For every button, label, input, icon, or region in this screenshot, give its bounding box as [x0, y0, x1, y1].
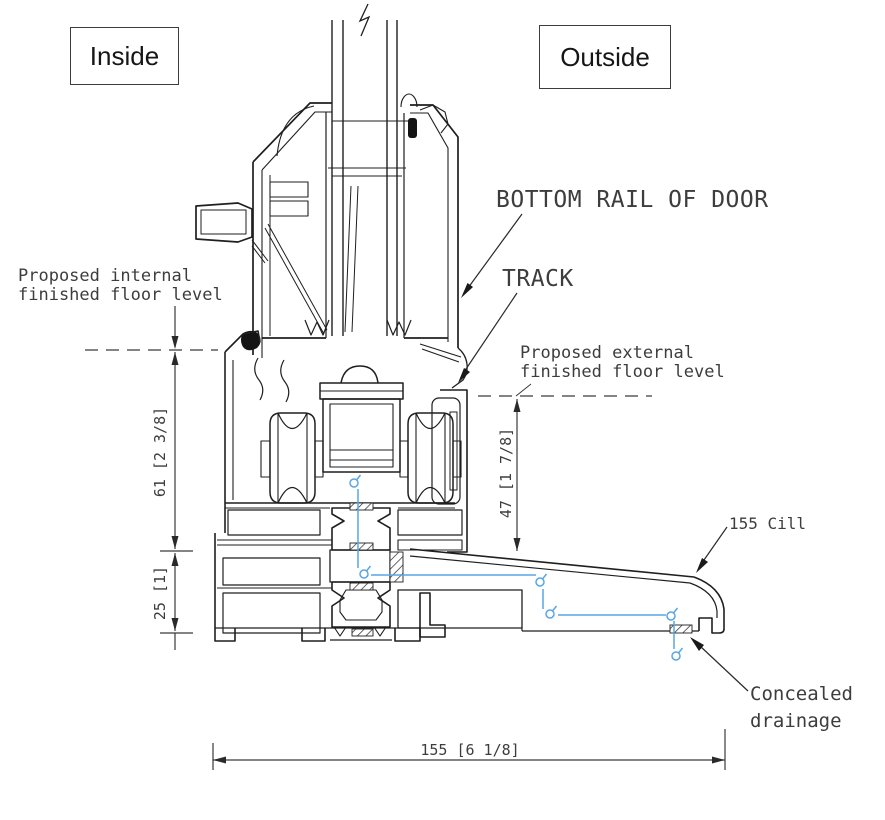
gasket-arc — [276, 105, 315, 157]
water-drop-icon — [535, 573, 548, 587]
inside-label-box: Inside — [70, 27, 179, 85]
glazing-unit — [328, 3, 410, 336]
drainage-callout: Concealed drainage — [750, 681, 853, 735]
break-symbol — [358, 3, 371, 37]
upstand-gasket — [241, 330, 261, 351]
drain-chamber — [329, 549, 391, 583]
hatched-thermal-inserts — [349, 502, 693, 637]
water-drop-icon — [545, 605, 558, 619]
bottom-rail-callout: BOTTOM RAIL OF DOOR — [496, 187, 769, 213]
drainage-path — [349, 474, 684, 661]
cill-nose — [693, 576, 725, 634]
internal-floor-callout: Proposed internal finished floor level — [18, 267, 223, 305]
cill-profile — [397, 548, 725, 634]
drainage-line2: drainage — [750, 710, 842, 732]
water-drop-icon — [349, 474, 362, 488]
water-drop-icon — [671, 647, 684, 661]
internal-floor-line2: finished floor level — [18, 285, 223, 305]
dim-155: 155 [6 1/8] — [420, 741, 520, 759]
drainage-line1: Concealed — [750, 683, 853, 705]
cill-callout: 155 Cill — [729, 514, 807, 533]
leader-arrowheads — [458, 283, 708, 651]
wedge-gasket-left — [304, 319, 330, 336]
dim-61: 61 [2 3/8] — [151, 406, 169, 498]
external-floor-line1: Proposed external — [520, 343, 694, 363]
track-right-wall — [440, 389, 468, 553]
leader-lines — [463, 213, 749, 692]
track-leader — [463, 292, 518, 373]
internal-floor-line1: Proposed internal — [18, 266, 192, 286]
cill-leader — [703, 526, 728, 561]
roller-right — [407, 412, 454, 504]
external-flap-seal — [451, 347, 468, 389]
bottom-rail-leader — [467, 213, 523, 289]
external-floor-line2: finished floor level — [520, 362, 725, 382]
thermal-break-lower — [331, 581, 391, 628]
drain-slot-hatch — [669, 624, 693, 634]
dimension-lines — [85, 306, 726, 770]
drainage-leader — [699, 645, 749, 692]
roller-left — [269, 412, 316, 504]
track-callout: TRACK — [502, 266, 574, 292]
dimension-arrows — [171, 336, 725, 764]
interlock-block — [195, 202, 253, 243]
outside-label-box: Outside — [539, 25, 671, 89]
water-drop-icon — [359, 565, 372, 579]
water-drop-icon — [666, 607, 679, 621]
dim-25: 25 [1] — [151, 565, 169, 621]
dome — [340, 365, 379, 384]
track-profile — [214, 330, 468, 642]
inside-label: Inside — [89, 40, 160, 71]
dim-47: 47 [1 7/8] — [497, 427, 515, 519]
bottom-rail-profile — [195, 93, 468, 403]
wedge-gasket-right — [386, 319, 412, 336]
external-floor-callout: Proposed external finished floor level — [520, 344, 725, 382]
outside-label: Outside — [560, 41, 650, 72]
roller-carriage — [260, 365, 462, 504]
black-gaskets — [241, 118, 417, 351]
